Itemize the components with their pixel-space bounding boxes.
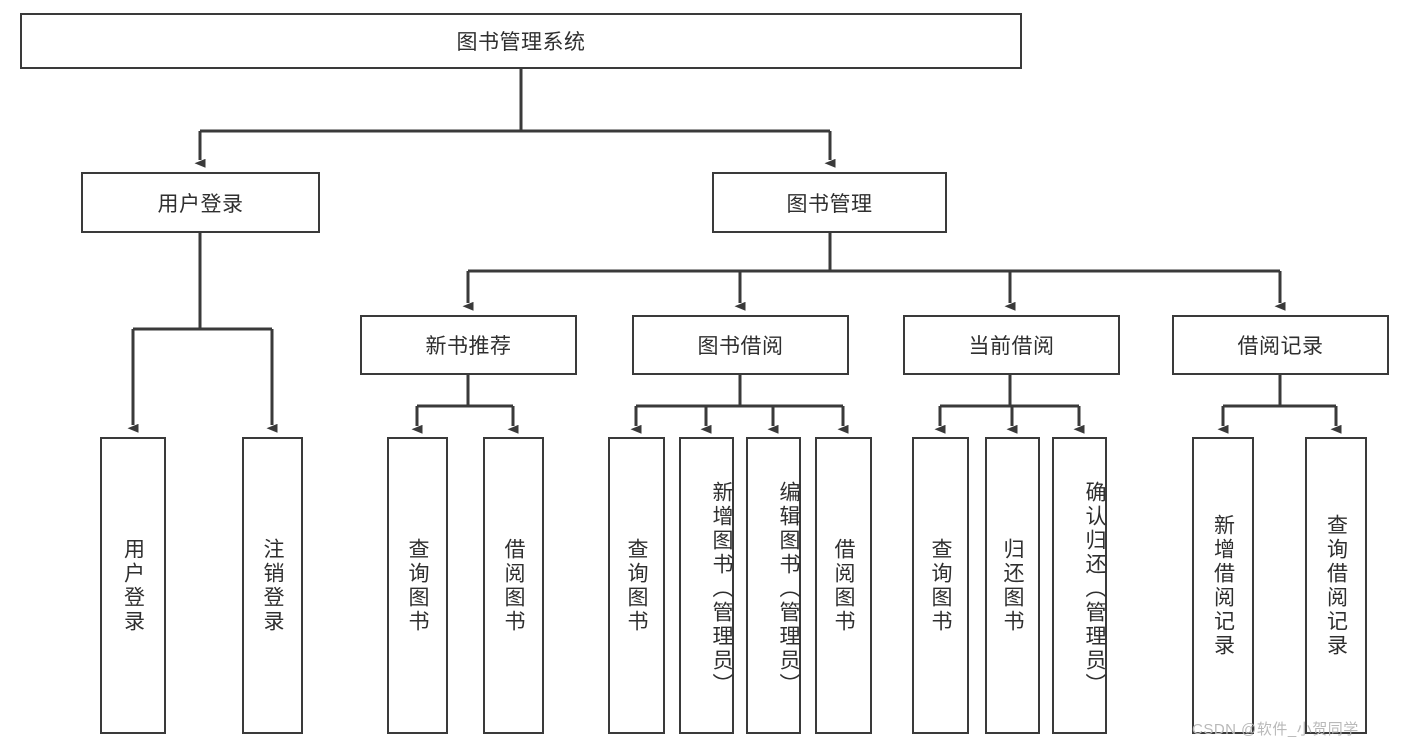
leaf-borrow-book-br-label: 借阅图书 xyxy=(832,537,855,634)
node-root[interactable]: 图书管理系统 xyxy=(20,13,1022,69)
node-current-borrow[interactable]: 当前借阅 xyxy=(903,315,1120,375)
node-book-manage[interactable]: 图书管理 xyxy=(712,172,947,233)
leaf-return-book-label: 归还图书 xyxy=(1001,537,1024,634)
leaf-query-book-br[interactable]: 查询图书 xyxy=(608,437,665,734)
leaf-query-book-rec-label: 查询图书 xyxy=(406,537,429,634)
node-book-borrow[interactable]: 图书借阅 xyxy=(632,315,849,375)
leaf-add-record[interactable]: 新增借阅记录 xyxy=(1192,437,1254,734)
leaf-query-book-br-label: 查询图书 xyxy=(625,537,648,634)
leaf-query-record[interactable]: 查询借阅记录 xyxy=(1305,437,1367,734)
node-book-manage-label: 图书管理 xyxy=(786,192,873,216)
leaf-confirm-return-label: 确认归还（管理员） xyxy=(1083,480,1106,697)
leaf-confirm-return[interactable]: 确认归还（管理员） xyxy=(1052,437,1107,734)
leaf-edit-book[interactable]: 编辑图书（管理员） xyxy=(746,437,801,734)
leaf-add-record-label: 新增借阅记录 xyxy=(1211,513,1235,658)
leaf-query-record-label: 查询借阅记录 xyxy=(1324,513,1348,658)
leaf-user-logout[interactable]: 注销登录 xyxy=(242,437,303,734)
node-borrow-record-label: 借阅记录 xyxy=(1237,335,1324,358)
leaf-add-book-label: 新增图书（管理员） xyxy=(710,480,733,697)
node-book-borrow-label: 图书借阅 xyxy=(697,335,784,358)
leaf-query-book-rec[interactable]: 查询图书 xyxy=(387,437,448,734)
leaf-user-login-label: 用户登录 xyxy=(121,537,145,634)
node-current-borrow-label: 当前借阅 xyxy=(968,335,1055,358)
node-user-login[interactable]: 用户登录 xyxy=(81,172,320,233)
leaf-edit-book-label: 编辑图书（管理员） xyxy=(777,480,800,697)
leaf-borrow-book-rec[interactable]: 借阅图书 xyxy=(483,437,544,734)
leaf-return-book[interactable]: 归还图书 xyxy=(985,437,1040,734)
node-user-login-label: 用户登录 xyxy=(157,192,244,216)
leaf-add-book[interactable]: 新增图书（管理员） xyxy=(679,437,734,734)
leaf-user-login[interactable]: 用户登录 xyxy=(100,437,166,734)
leaf-borrow-book-br[interactable]: 借阅图书 xyxy=(815,437,872,734)
leaf-query-book-cb[interactable]: 查询图书 xyxy=(912,437,969,734)
node-borrow-record[interactable]: 借阅记录 xyxy=(1172,315,1389,375)
leaf-query-book-cb-label: 查询图书 xyxy=(929,537,952,634)
leaf-user-logout-label: 注销登录 xyxy=(261,537,284,634)
node-new-book-rec-label: 新书推荐 xyxy=(425,335,512,358)
node-root-label: 图书管理系统 xyxy=(456,31,586,54)
node-new-book-rec[interactable]: 新书推荐 xyxy=(360,315,577,375)
leaf-borrow-book-rec-label: 借阅图书 xyxy=(502,537,525,634)
